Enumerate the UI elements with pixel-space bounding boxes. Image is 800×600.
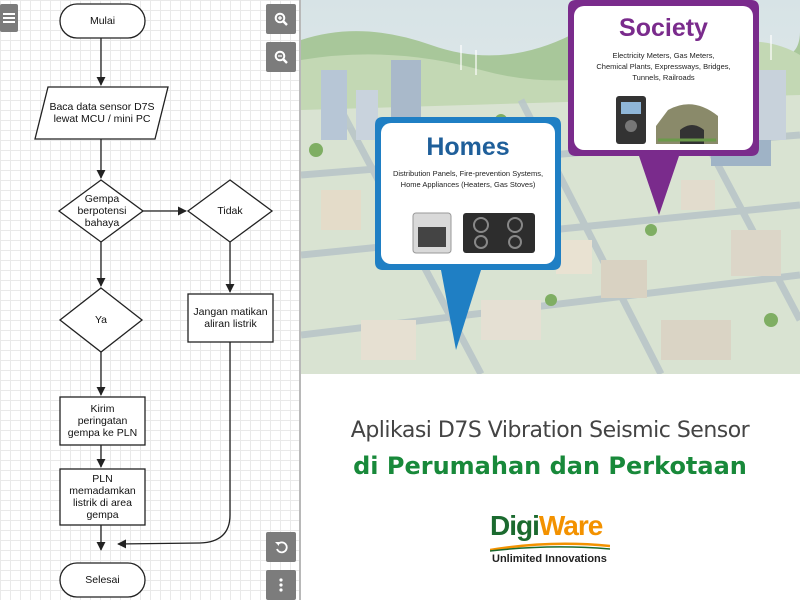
decision-label: Gempa berpotensi bahaya	[77, 193, 127, 229]
flowchart-canvas	[34, 3, 274, 598]
editor-divider	[299, 0, 301, 600]
send-warning-label: Kirim peringatan gempa ke PLN	[67, 403, 138, 439]
no-action-label: Jangan matikan aliran listrik	[193, 306, 268, 330]
caption-subtitle: di Perumahan dan Perkotaan	[353, 452, 747, 480]
flowchart-editor: Mulai Baca data sensor D7S lewat MCU / m…	[0, 0, 300, 600]
meter-and-tunnel-icon	[616, 96, 718, 144]
society-description: Electricity Meters, Gas Meters, Chemical…	[596, 51, 731, 82]
heater-and-stove-icon	[412, 212, 535, 254]
pln-cutoff-process[interactable]	[59, 468, 146, 526]
hamburger-menu-icon	[3, 13, 15, 23]
logo-swoosh	[490, 542, 610, 552]
end-label: Selesai	[85, 574, 120, 586]
more-vertical-icon	[279, 578, 283, 592]
start-label: Mulai	[89, 15, 116, 27]
more-button[interactable]	[266, 570, 296, 600]
logo-part-ware: Ware	[538, 510, 603, 541]
zoom-in-icon	[274, 12, 288, 26]
yes-label: Ya	[94, 314, 108, 326]
read-sensor-label: Baca data sensor D7S lewat MCU / mini PC	[49, 101, 155, 125]
no-action-process[interactable]	[187, 293, 274, 343]
read-sensor-parallelogram[interactable]	[34, 86, 169, 140]
send-warning-process[interactable]	[59, 396, 146, 446]
zoom-in-button[interactable]	[266, 4, 296, 34]
logo-part-digi: Digi	[490, 510, 540, 541]
caption-title: Aplikasi D7S Vibration Seismic Sensor	[350, 418, 750, 443]
menu-button[interactable]	[0, 4, 18, 32]
undo-icon	[275, 541, 288, 554]
city-illustration: Society Electricity Meters, Gas Meters, …	[301, 0, 800, 374]
zoom-out-icon	[274, 50, 288, 64]
end-terminator[interactable]	[59, 562, 146, 598]
pln-cutoff-label: PLN memadamkan listrik di area gempa	[69, 473, 136, 521]
no-label: Tidak	[217, 205, 243, 217]
start-terminator[interactable]	[59, 3, 146, 39]
homes-title: Homes	[426, 133, 510, 161]
homes-card: Homes Distribution Panels, Fire-preventi…	[381, 123, 555, 264]
society-title: Society	[619, 14, 708, 42]
connector-action-to-end	[117, 342, 231, 549]
homes-description: Distribution Panels, Fire-prevention Sys…	[392, 169, 544, 189]
undo-button[interactable]	[266, 532, 296, 562]
logo-tagline: Unlimited Innovations	[492, 553, 607, 565]
society-card: Society Electricity Meters, Gas Meters, …	[574, 6, 753, 150]
digiware-logo: DigiWare	[490, 510, 603, 542]
zoom-out-button[interactable]	[266, 42, 296, 72]
